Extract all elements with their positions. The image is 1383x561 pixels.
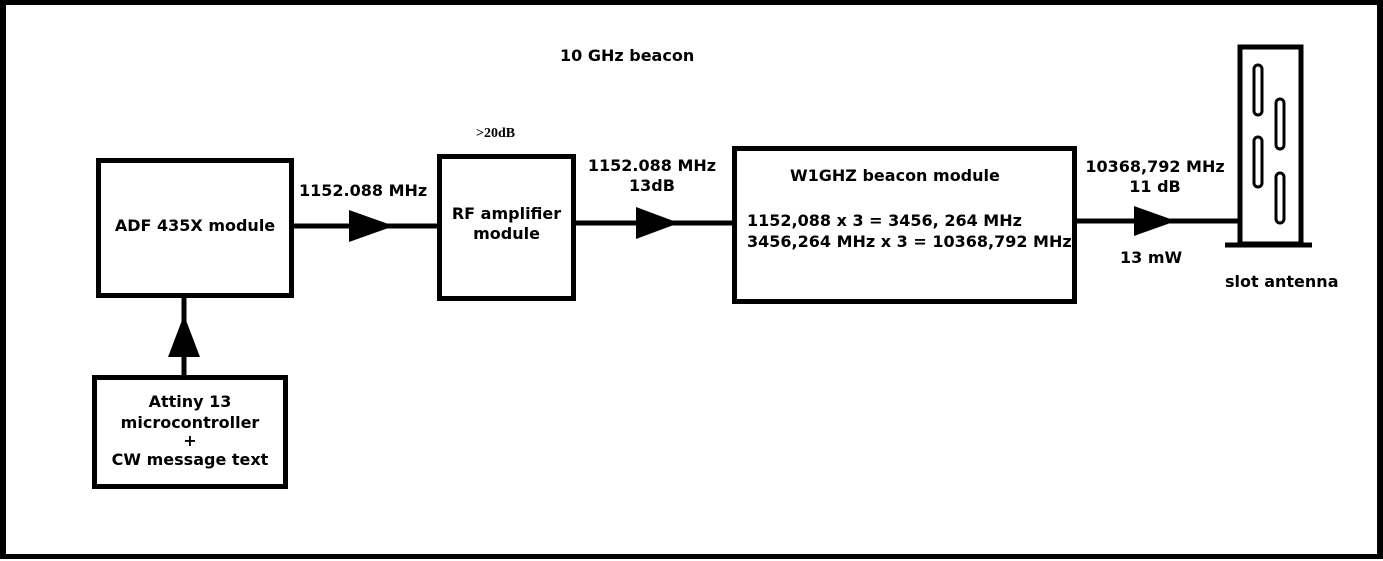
attiny-line-1: Attiny 13	[148, 392, 232, 411]
w1ghz-title: W1GHZ beacon module	[790, 166, 1000, 185]
link-amp-w1ghz-gain: 13dB	[629, 176, 675, 195]
rf-amplifier-block	[437, 154, 576, 301]
link-w1ghz-antenna-frequency: 10368,792 MHz	[1085, 157, 1225, 176]
arrow-w1ghz-to-antenna	[1134, 206, 1176, 236]
link-amp-w1ghz-frequency: 1152.088 MHz	[587, 156, 717, 175]
adf-module-label: ADF 435X module	[114, 216, 276, 235]
link-w1ghz-antenna-gain: 11 dB	[1129, 177, 1181, 196]
w1ghz-formula-1: 1152,088 x 3 = 3456, 264 MHz	[747, 211, 1022, 230]
slot-antenna-icon	[1225, 44, 1312, 248]
slot-antenna-label: slot antenna	[1225, 272, 1339, 291]
amplifier-gain-label: >20dB	[476, 126, 516, 141]
diagram-title: 10 GHz beacon	[560, 46, 695, 65]
w1ghz-formula-2: 3456,264 MHz x 3 = 10368,792 MHz	[747, 232, 1072, 251]
attiny-block	[92, 375, 288, 489]
adf-module-block	[96, 158, 294, 298]
link-w1ghz-antenna-power: 13 mW	[1120, 248, 1183, 267]
attiny-line-2: microcontroller	[120, 413, 260, 432]
link-adf-amp-frequency: 1152.088 MHz	[299, 181, 428, 200]
rf-amplifier-line-1: RF amplifier	[451, 204, 562, 223]
rf-amplifier-line-2: module	[473, 224, 540, 243]
w1ghz-beacon-block	[732, 146, 1077, 304]
attiny-line-3: +	[183, 431, 197, 450]
arrow-adf-to-amp	[349, 210, 394, 242]
arrow-amp-to-w1ghz	[636, 207, 679, 239]
attiny-line-4: CW message text	[111, 450, 269, 469]
arrow-attiny-to-adf	[168, 315, 200, 357]
